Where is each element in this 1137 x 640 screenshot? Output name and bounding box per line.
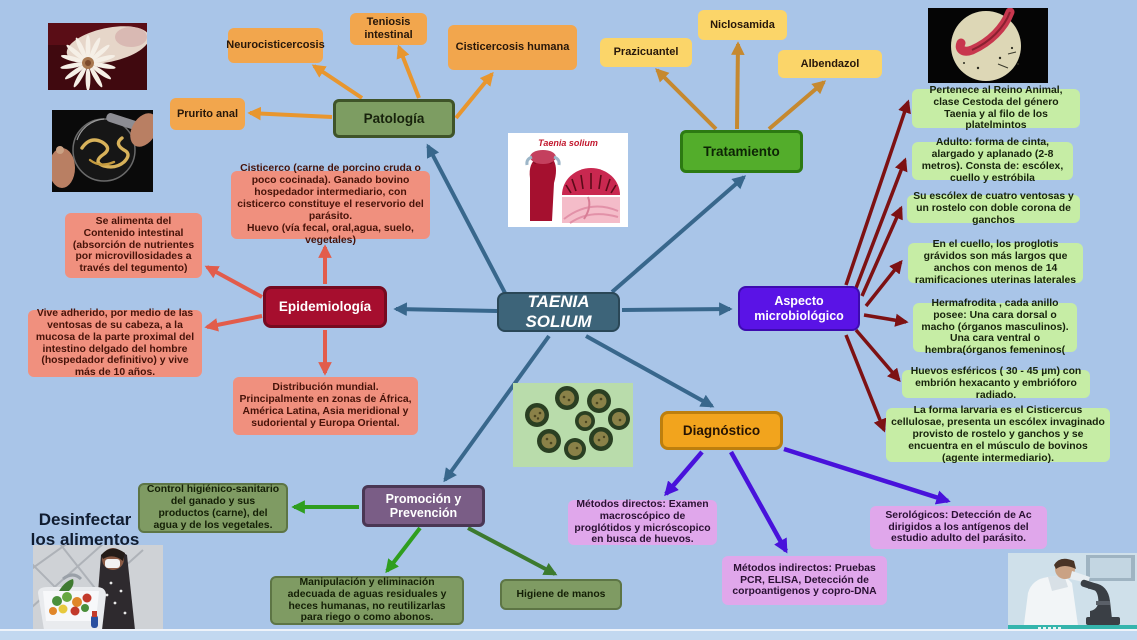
node-teniosis-intestinal: Teniosis intestinal <box>350 13 427 45</box>
node-aspecto-escolex: Su escólex de cuatro ventosas y un roste… <box>907 191 1080 226</box>
node-cisticercosis-humana: Cisticercosis humana <box>448 25 577 70</box>
taenia-solium-illustration <box>508 133 628 227</box>
node-epi-vive-adherido: Vive adherido, por medio de las ventosas… <box>28 308 202 378</box>
washing-vegetables-photo <box>33 545 163 630</box>
node-diag-directos: Métodos directos: Examen macroscópico de… <box>568 499 717 545</box>
lab-microscope-photo <box>1008 553 1137 640</box>
node-taenia-solium: TAENIA SOLIUM <box>497 292 620 332</box>
taenia-eggs-micrograph <box>513 383 633 467</box>
node-diag-serologicos: Serológicos: Detección de Ac dirigidos a… <box>870 506 1047 549</box>
node-niclosamida: Niclosamida <box>698 10 787 40</box>
taenia-image-caption: Taenia solium <box>538 138 598 148</box>
node-epi-alimenta: Se alimenta del Contenido intestinal (ab… <box>65 213 202 278</box>
scolex-closeup-photo <box>48 23 147 90</box>
node-prazicuantel: Prazicuantel <box>600 38 692 67</box>
node-prev-higiene: Higiene de manos <box>500 579 622 610</box>
node-epidemiologia: Epidemiología <box>263 286 387 328</box>
microscope-slide-photo <box>928 8 1048 83</box>
node-albendazol: Albendazol <box>778 50 882 78</box>
node-patologia: Patología <box>333 99 455 138</box>
node-aspecto-larvaria: La forma larvaria es el Cisticercus cell… <box>886 405 1110 464</box>
node-diag-indirectos: Métodos indirectos: Pruebas PCR, ELISA, … <box>722 556 887 605</box>
node-aspecto-huevos: Huevos esféricos ( 30 - 45 µm) con embri… <box>902 366 1090 401</box>
node-prev-aguas: Manipulación y eliminación adecuada de a… <box>270 576 464 625</box>
node-aspecto-hermafrodita: Hermafrodita , cada anillo posee: Una ca… <box>913 298 1077 356</box>
node-epi-cisticerco: Cisticerco (carne de porcino cruda o poc… <box>231 163 430 246</box>
node-neurocisticercosis: Neurocisticercosis <box>226 28 325 63</box>
node-prev-control: Control higiénico-sanitario del ganado y… <box>138 483 288 533</box>
node-diagnostico: Diagnóstico <box>660 411 783 450</box>
node-prurito-anal: Prurito anal <box>170 98 245 130</box>
node-aspecto-proglotis: En el cuello, los proglotis grávidos son… <box>908 239 1083 286</box>
node-promocion-prevencion: Promoción y Prevención <box>362 485 485 527</box>
slide-bottom-edge <box>0 629 1137 640</box>
desinfectar-label: Desinfectar los alimentos <box>30 510 140 549</box>
node-aspecto-adulto: Adulto: forma de cinta, alargado y aplan… <box>912 137 1073 184</box>
node-tratamiento: Tratamiento <box>680 130 803 173</box>
node-aspecto-reino: Pertenece al Reino Animal, clase Cestoda… <box>912 85 1080 131</box>
petri-dish-specimen-photo <box>52 110 153 192</box>
node-aspecto-microbiologico: Aspecto microbiológico <box>738 286 860 331</box>
node-epi-distribucion: Distribución mundial. Principalmente en … <box>233 377 418 435</box>
